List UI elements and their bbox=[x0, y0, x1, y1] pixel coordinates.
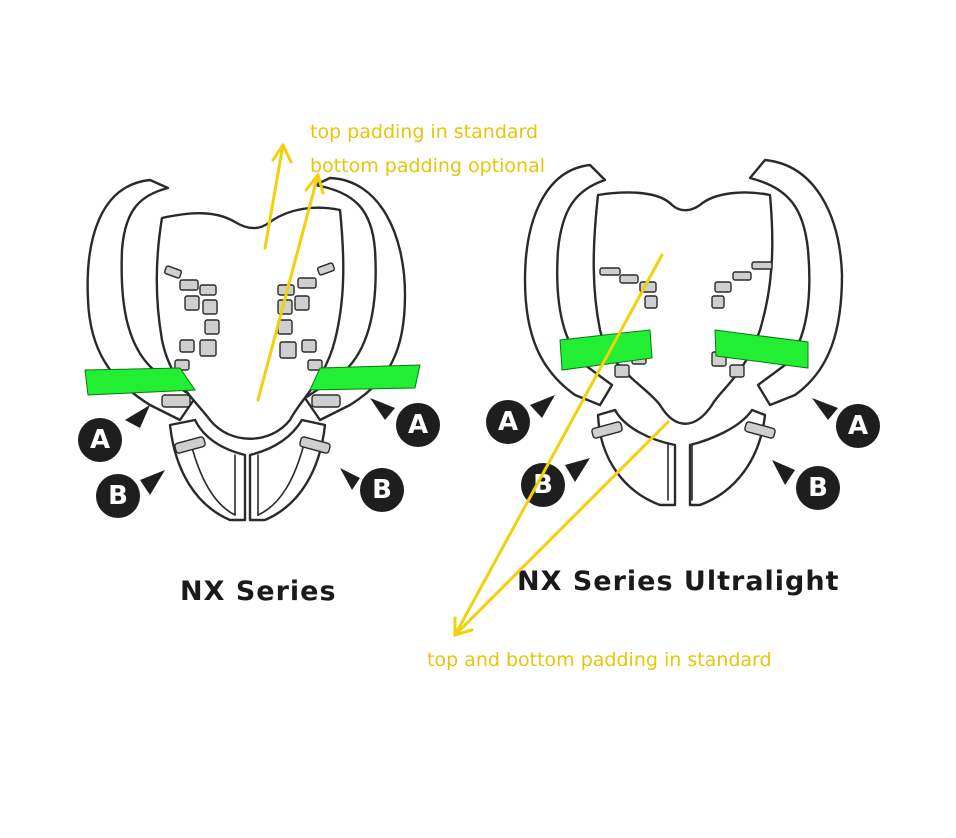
leg-loop-inner bbox=[189, 439, 306, 516]
svg-text:A: A bbox=[498, 407, 518, 437]
top-annotation-line1: top padding in standard bbox=[310, 121, 538, 143]
back-pads-right bbox=[711, 261, 773, 378]
right-buckle bbox=[311, 394, 341, 408]
callout-a-right-2: A bbox=[812, 398, 880, 448]
back-pads-right bbox=[277, 262, 336, 371]
right-shoulder-strap bbox=[303, 176, 407, 422]
bottom-arrow-head bbox=[453, 616, 474, 637]
svg-text:B: B bbox=[533, 470, 553, 500]
left-green-padding bbox=[84, 367, 196, 396]
svg-text:A: A bbox=[408, 410, 428, 440]
left-leg-buckle bbox=[591, 421, 623, 439]
svg-text:B: B bbox=[372, 475, 392, 505]
callout-b-right-2: B bbox=[772, 460, 840, 510]
right-green-padding bbox=[309, 364, 421, 391]
callout-a-left-2: A bbox=[370, 398, 440, 447]
bottom-annotation: top and bottom padding in standard bbox=[427, 649, 772, 671]
left-buckle bbox=[161, 394, 191, 408]
annotation-arrows bbox=[256, 143, 670, 637]
right-green-padding bbox=[714, 329, 809, 369]
nx-ultralight-harness bbox=[523, 158, 844, 507]
callout-a-left-1: A bbox=[78, 405, 150, 462]
center-strap bbox=[234, 454, 259, 516]
right-leg-buckle bbox=[744, 421, 776, 439]
left-leg-loop bbox=[596, 408, 677, 507]
svg-text:A: A bbox=[848, 411, 868, 441]
top-arrow-2-head bbox=[304, 173, 325, 195]
nx-series-harness bbox=[84, 176, 421, 522]
top-annotation-line2: bottom padding optional bbox=[310, 155, 545, 177]
back-panel bbox=[592, 191, 774, 425]
nx-series-caption: NX Series bbox=[180, 576, 337, 607]
center-strap bbox=[667, 444, 693, 501]
back-pads-left bbox=[163, 265, 220, 371]
right-leg-buckle bbox=[299, 436, 331, 454]
right-shoulder-strap bbox=[748, 158, 844, 407]
back-panel bbox=[155, 206, 345, 440]
top-arrow-1-head bbox=[271, 143, 293, 164]
callout-b-left-2: B bbox=[340, 468, 404, 512]
svg-text:B: B bbox=[808, 473, 828, 503]
bottom-arrow-1 bbox=[453, 253, 664, 637]
svg-text:A: A bbox=[90, 425, 110, 455]
top-arrow-2 bbox=[256, 173, 320, 402]
top-arrow-1 bbox=[263, 143, 285, 250]
nx-ultralight-caption: NX Series Ultralight bbox=[517, 566, 840, 597]
left-leg-buckle bbox=[174, 436, 206, 454]
bottom-arrow-2 bbox=[453, 420, 670, 637]
right-leg-loop bbox=[688, 408, 767, 507]
left-shoulder-strap bbox=[523, 163, 614, 407]
callout-a-right-1: A bbox=[486, 395, 555, 444]
svg-text:B: B bbox=[108, 481, 128, 511]
callout-b-left-1: B bbox=[96, 470, 165, 518]
left-shoulder-strap bbox=[86, 178, 197, 422]
callout-b-right-1: B bbox=[521, 458, 590, 507]
